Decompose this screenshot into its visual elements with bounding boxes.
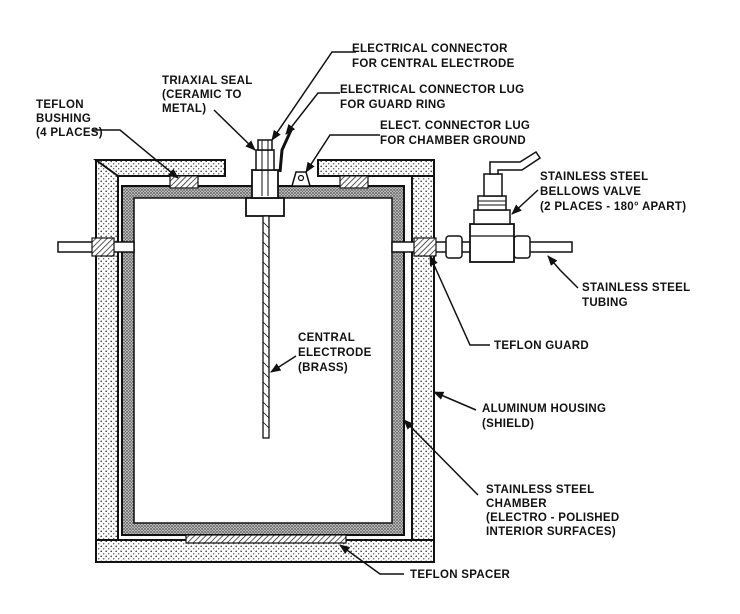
bellows-valve xyxy=(469,150,542,263)
label-teflon-spacer: TEFLON SPACER xyxy=(410,569,511,581)
side-tube-right xyxy=(391,237,451,257)
label-connector-lug-ground: ELECT. CONNECTOR LUG FOR CHAMBER GROUND xyxy=(380,120,534,147)
teflon-spacer xyxy=(185,534,347,544)
side-tube-left xyxy=(57,237,135,257)
label-triaxial-seal: TRIAXIAL SEAL (CERAMIC TO METAL) xyxy=(162,75,256,115)
label-teflon-bushing: TEFLON BUSHING (4 PLACES) xyxy=(36,99,103,139)
leader-lines xyxy=(92,51,579,575)
label-central-electrode: CENTRAL ELECTRODE (BRASS) xyxy=(298,332,375,374)
triaxial-seal xyxy=(245,139,285,217)
label-connector-central: ELECTRICAL CONNECTOR FOR CENTRAL ELECTRO… xyxy=(352,43,515,70)
label-tubing: STAINLESS STEEL TUBING xyxy=(582,282,694,309)
guard-ring-lug xyxy=(278,127,294,173)
teflon-bushing xyxy=(169,175,369,189)
central-electrode xyxy=(262,215,270,439)
label-teflon-guard: TEFLON GUARD xyxy=(494,340,589,352)
chamber-ground-lug xyxy=(291,171,311,187)
label-connector-lug-guard: ELECTRICAL CONNECTOR LUG FOR GUARD RING xyxy=(340,84,528,111)
label-bellows-valve: STAINLESS STEEL BELLOWS VALVE (2 PLACES … xyxy=(540,171,686,213)
label-aluminum-housing: ALUMINUM HOUSING (SHIELD) xyxy=(482,403,610,430)
label-ss-chamber: STAINLESS STEEL CHAMBER (ELECTRO - POLIS… xyxy=(486,484,623,538)
